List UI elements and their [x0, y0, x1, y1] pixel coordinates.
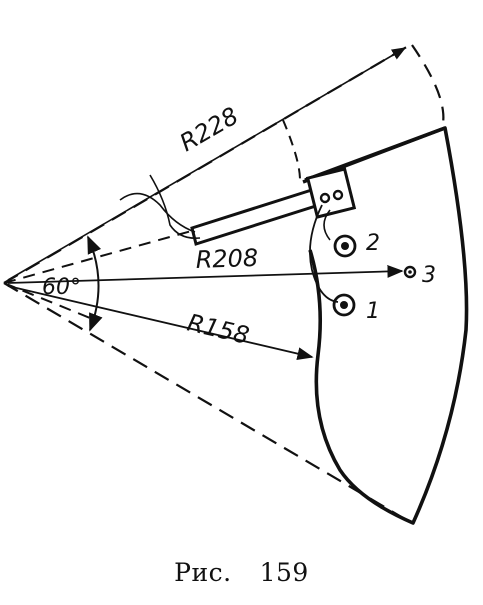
inner-upper-dashed: [3, 229, 196, 284]
r158-dimension-line: [7, 285, 314, 360]
connector-block: [305, 167, 357, 219]
lower-dashed-edge: [3, 282, 411, 523]
angle-arc: [87, 235, 103, 332]
caption-prefix: Рис.: [174, 558, 232, 587]
inner-dashed-arc: [282, 119, 301, 181]
inner-lower-dashed: [3, 282, 96, 321]
wire-left: [119, 192, 196, 233]
point-3-marker: [403, 265, 417, 279]
connector-hole-right: [332, 189, 344, 201]
sector-outline: [304, 126, 469, 525]
caption-number: 159: [259, 558, 309, 587]
wire-left-2: [149, 174, 201, 240]
wire-to-sensor-2: [323, 209, 331, 241]
label-point-1: 1: [366, 299, 380, 324]
point-1-marker: [332, 293, 356, 317]
rod-bar: [190, 186, 324, 246]
outer-dashed-arc: [411, 44, 445, 129]
wire-to-sensor: [309, 204, 339, 303]
point-2-marker: [333, 234, 357, 258]
label-point-2: 2: [366, 231, 380, 256]
label-r208: R208: [195, 244, 258, 274]
label-r158: R158: [185, 309, 252, 350]
figure-caption: Рис. 159: [0, 558, 483, 587]
label-point-3: 3: [422, 263, 436, 288]
label-angle: 60°: [42, 275, 81, 300]
sector-diagram: R228 R208 R158 60° 2 1 3: [3, 44, 469, 525]
connector-hole-left: [319, 192, 331, 204]
r208-dimension-line: [7, 264, 404, 284]
r228-dimension-line: [7, 47, 407, 281]
